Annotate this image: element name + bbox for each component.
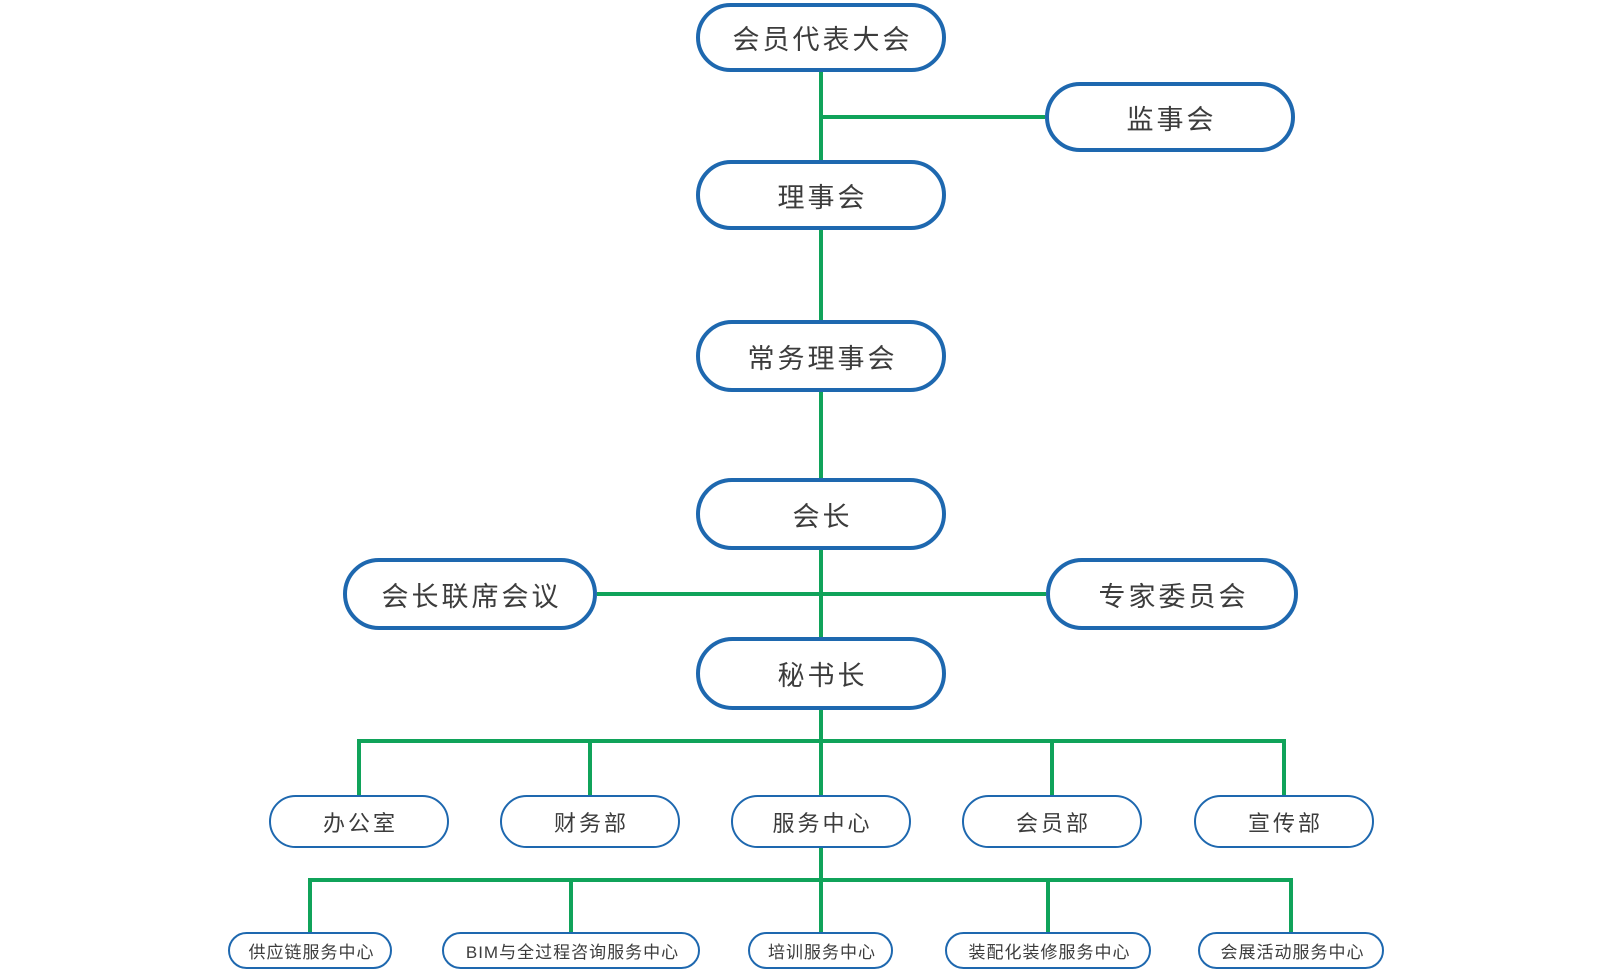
node-office-label: 办公室 xyxy=(322,810,398,836)
node-president-label: 会长 xyxy=(792,501,853,532)
node-members-congress: 会员代表大会 xyxy=(696,3,946,72)
node-standing-council-label: 常务理事会 xyxy=(747,343,898,374)
node-supervisory-board: 监事会 xyxy=(1045,82,1295,152)
node-membership-dept-label: 会员部 xyxy=(1015,810,1091,836)
node-service-center: 服务中心 xyxy=(731,795,911,848)
node-president: 会长 xyxy=(696,478,946,550)
node-publicity-dept-label: 宣传部 xyxy=(1247,810,1323,836)
node-expert-committee-label: 专家委员会 xyxy=(1098,581,1249,612)
node-finance-dept-label: 财务部 xyxy=(553,810,629,836)
node-supervisory-board-label: 监事会 xyxy=(1126,104,1217,135)
node-members-congress-label: 会员代表大会 xyxy=(732,25,913,55)
node-exhibition-center: 会展活动服务中心 xyxy=(1198,932,1384,969)
node-office: 办公室 xyxy=(269,795,449,848)
node-expert-committee: 专家委员会 xyxy=(1046,558,1298,630)
node-prefab-center-label: 装配化装修服务中心 xyxy=(968,943,1131,962)
node-training-center: 培训服务中心 xyxy=(748,932,893,969)
node-bim-center-label: BIM与全过程咨询服务中心 xyxy=(465,943,680,962)
node-supply-chain-center: 供应链服务中心 xyxy=(228,932,392,969)
node-standing-council: 常务理事会 xyxy=(696,320,946,392)
node-presidents-joint-conference: 会长联席会议 xyxy=(343,558,597,630)
node-exhibition-center-label: 会展活动服务中心 xyxy=(1220,943,1365,962)
node-council-label: 理事会 xyxy=(777,182,868,213)
node-finance-dept: 财务部 xyxy=(500,795,680,848)
node-council: 理事会 xyxy=(696,160,946,230)
node-prefab-center: 装配化装修服务中心 xyxy=(945,932,1151,969)
node-secretary-general: 秘书长 xyxy=(696,637,946,710)
node-service-center-label: 服务中心 xyxy=(772,810,873,836)
node-bim-center: BIM与全过程咨询服务中心 xyxy=(442,932,700,969)
node-membership-dept: 会员部 xyxy=(962,795,1142,848)
node-training-center-label: 培训服务中心 xyxy=(768,943,876,962)
node-publicity-dept: 宣传部 xyxy=(1194,795,1374,848)
node-presidents-joint-conference-label: 会长联席会议 xyxy=(381,581,562,612)
node-supply-chain-center-label: 供应链服务中心 xyxy=(248,943,375,962)
node-secretary-general-label: 秘书长 xyxy=(777,661,868,691)
